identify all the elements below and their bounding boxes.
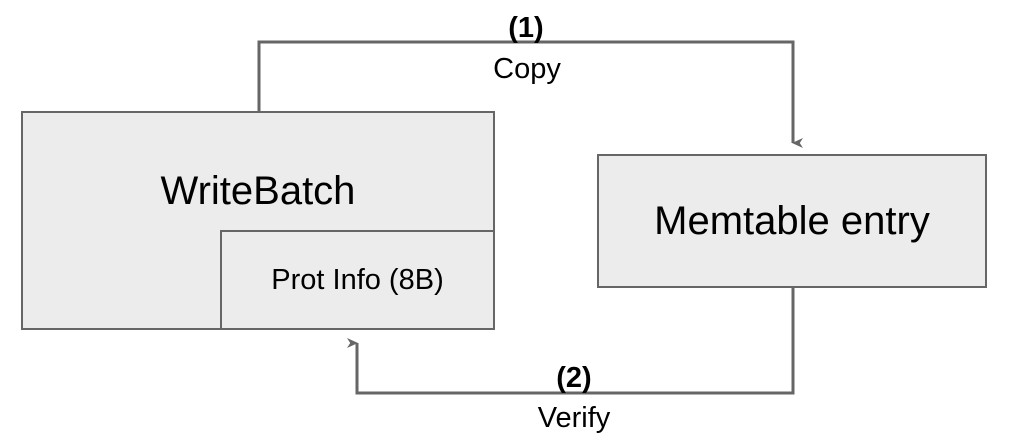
copy-edge-path	[257, 40, 803, 148]
copy-edge-label: Copy	[493, 53, 561, 85]
node-memtable-entry-label: Memtable entry	[654, 199, 930, 243]
node-prot-info-label: Prot Info (8B)	[271, 263, 444, 296]
node-prot-info[interactable]: Prot Info (8B)	[220, 230, 495, 330]
verify-edge-path	[347, 288, 795, 395]
verify-edge-label: Verify	[537, 402, 611, 434]
verify-edge-step-number: (2)	[556, 362, 592, 394]
copy-edge-step-number: (1)	[508, 12, 544, 44]
node-writebatch-label: WriteBatch	[160, 169, 356, 213]
node-memtable-entry[interactable]: Memtable entry	[597, 154, 987, 288]
